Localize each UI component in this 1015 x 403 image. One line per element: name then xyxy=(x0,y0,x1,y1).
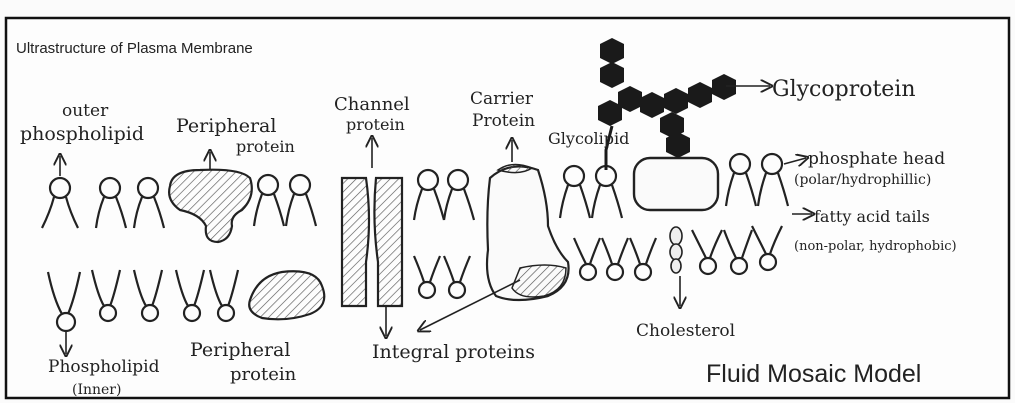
label-channel-protein: protein xyxy=(346,115,405,134)
model-name: Fluid Mosaic Model xyxy=(706,360,921,388)
label-cholesterol: Cholesterol xyxy=(636,321,735,341)
label-integral-proteins: Integral proteins xyxy=(372,341,535,363)
label-channel: Channel xyxy=(334,94,410,115)
cholesterol xyxy=(670,227,682,273)
label-fatty-acid-desc: (non-polar, hydrophobic) xyxy=(794,239,957,254)
label-phosphate-head-desc: (polar/hydrophillic) xyxy=(794,172,931,188)
label-glycoprotein: Glycoprotein xyxy=(772,77,916,102)
label-phosphate-head: phosphate head xyxy=(808,149,945,169)
label-fatty-acid: fatty acid tails xyxy=(814,207,930,226)
diagram-title: Ultrastructure of Plasma Membrane xyxy=(16,40,253,57)
label-inner-phospholipid: Phospholipid xyxy=(48,357,160,377)
label-peripheral-top-protein: protein xyxy=(236,137,295,156)
label-peripheral-bottom: Peripheral xyxy=(190,339,290,361)
glycoprotein-body xyxy=(634,158,718,210)
label-peripheral-bottom-protein: protein xyxy=(230,364,297,385)
label-carrier-protein: Protein xyxy=(472,111,535,131)
label-outer: outer xyxy=(62,101,109,121)
label-peripheral-top: Peripheral xyxy=(176,115,276,137)
label-outer-phospholipid: phospholipid xyxy=(20,123,144,145)
label-inner: (Inner) xyxy=(72,382,121,398)
label-glycolipid: Glycolipid xyxy=(548,129,629,148)
label-carrier: Carrier xyxy=(470,89,534,109)
